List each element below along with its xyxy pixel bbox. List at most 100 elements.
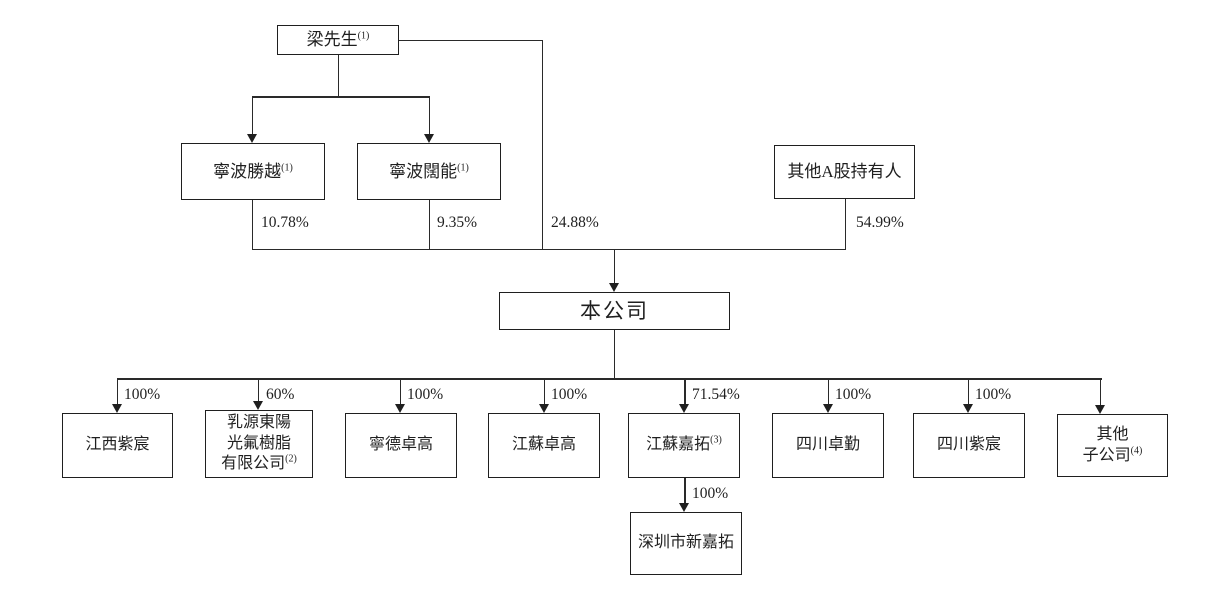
connector-to-jiangsu-jiatuo xyxy=(684,378,686,405)
percentage-label-shenzhen-xinjiatuo: 100% xyxy=(692,485,729,502)
percentage-label-ruyuan: 60% xyxy=(266,386,295,403)
connector-liang-down xyxy=(337,55,339,96)
node-label-text: 江蘇卓高 xyxy=(511,436,576,454)
node-label: 梁先生(1) xyxy=(307,29,370,51)
percentage-label-liang-direct: 24.88% xyxy=(551,214,599,231)
node-jiangxi-zichen: 江西紫宸 xyxy=(62,413,173,478)
node-ningbo-kuoneng: 寧波闊能(1) xyxy=(357,143,501,200)
connector-to-jiangsu-zhuogao xyxy=(543,378,545,405)
footnote-ref: (1) xyxy=(281,161,293,173)
arrow-down-icon xyxy=(679,503,689,512)
node-label: 深圳市新嘉拓 xyxy=(638,533,734,553)
percentage-label-sichuan-zhuoqin: 100% xyxy=(835,386,872,403)
node-shenzhen-xinjiatuo: 深圳市新嘉拓 xyxy=(630,512,742,575)
node-label-text: 子公司 xyxy=(1082,446,1131,464)
node-label-text: 本公司 xyxy=(580,298,649,323)
connector-subsidiary-bus xyxy=(116,378,1102,380)
percentage-label-shengyue: 10.78% xyxy=(261,214,309,231)
arrow-down-icon xyxy=(608,283,619,292)
arrow-down-icon xyxy=(111,404,122,413)
node-label-text: 其他A股持有人 xyxy=(787,162,902,182)
node-label-text: 寧德卓高 xyxy=(368,436,433,454)
node-label: 有限公司(2) xyxy=(221,454,297,474)
footnote-ref: (3) xyxy=(710,434,722,446)
node-label: 本公司 xyxy=(580,298,649,325)
node-company: 本公司 xyxy=(499,292,730,330)
footnote-ref: (2) xyxy=(285,453,297,465)
connector-to-ruyuan xyxy=(257,378,259,402)
arrow-down-icon xyxy=(394,404,405,413)
node-label-text: 寧波勝越 xyxy=(213,161,282,181)
connector-shengyue-down xyxy=(251,200,253,249)
footnote-ref: (1) xyxy=(457,161,469,173)
connector-to-kuoneng xyxy=(428,96,430,135)
connector-liang-direct-down xyxy=(541,39,543,250)
node-mr-liang: 梁先生(1) xyxy=(277,25,399,55)
node-label-text: 其他 xyxy=(1096,426,1129,444)
connector-to-other-subsidiaries xyxy=(1099,378,1101,406)
percentage-label-ningde-zhuogao: 100% xyxy=(407,386,444,403)
node-ruyuan-dongyangguang: 乳源東陽 光氟樹脂 有限公司(2) xyxy=(205,410,313,478)
connector-to-sichuan-zhuoqin xyxy=(827,378,829,405)
node-label: 寧波勝越(1) xyxy=(213,161,293,183)
node-label: 乳源東陽 xyxy=(227,413,291,433)
connector-to-shengyue xyxy=(251,96,253,135)
node-label-text: 乳源東陽 xyxy=(226,414,291,432)
footnote-ref: (1) xyxy=(357,30,370,42)
node-label: 江西紫宸 xyxy=(85,435,149,455)
connector-to-ningde-zhuogao xyxy=(399,378,401,405)
percentage-label-jiangxi-zichen: 100% xyxy=(124,386,161,403)
node-label-text: 光氟樹脂 xyxy=(226,434,291,452)
connector-to-company xyxy=(613,249,615,284)
node-label-text: 有限公司 xyxy=(221,455,286,473)
node-label: 江蘇卓高 xyxy=(512,435,576,455)
node-sichuan-zhuoqin: 四川卓勤 xyxy=(772,413,884,478)
arrow-down-icon xyxy=(822,404,833,413)
node-label-text: 四川卓勤 xyxy=(795,436,860,454)
node-sichuan-zichen: 四川紫宸 xyxy=(913,413,1025,478)
percentage-label-jiangsu-zhuogao: 100% xyxy=(551,386,588,403)
node-other-subsidiaries: 其他 子公司(4) xyxy=(1057,414,1168,477)
percentage-label-sichuan-zichen: 100% xyxy=(975,386,1012,403)
node-label: 寧德卓高 xyxy=(369,435,433,455)
connector-holdco-bus xyxy=(251,96,430,98)
arrow-down-icon xyxy=(679,404,689,413)
percentage-label-kuoneng: 9.35% xyxy=(437,214,478,231)
arrow-down-icon xyxy=(1094,405,1105,414)
node-label-text: 深圳市新嘉拓 xyxy=(637,534,734,552)
arrow-down-icon xyxy=(252,401,263,410)
node-label: 其他 xyxy=(1096,425,1128,445)
node-label: 江蘇嘉拓(3) xyxy=(646,435,722,455)
arrow-down-icon xyxy=(538,404,549,413)
connector-to-jiangxi-zichen xyxy=(116,378,118,405)
node-label: 四川卓勤 xyxy=(796,435,860,455)
connector-to-sichuan-zichen xyxy=(967,378,969,405)
arrow-down-icon xyxy=(962,404,973,413)
node-label: 子公司(4) xyxy=(1083,446,1143,466)
node-label: 四川紫宸 xyxy=(937,435,1001,455)
node-ningbo-shengyue: 寧波勝越(1) xyxy=(181,143,325,200)
node-label-text: 梁先生 xyxy=(306,30,358,50)
connector-liang-right xyxy=(399,39,542,41)
arrow-down-icon xyxy=(423,134,434,143)
footnote-ref: (4) xyxy=(1130,445,1143,457)
node-ningde-zhuogao: 寧德卓高 xyxy=(345,413,457,478)
node-label-text: 江蘇嘉拓 xyxy=(646,436,711,454)
connector-jiatuo-down xyxy=(684,478,686,504)
node-label: 光氟樹脂 xyxy=(227,434,291,454)
node-label: 寧波闊能(1) xyxy=(389,161,469,183)
node-label-text: 四川紫宸 xyxy=(936,436,1001,454)
connector-kuoneng-down xyxy=(428,200,430,249)
percentage-label-other-holders: 54.99% xyxy=(856,214,904,231)
node-label-text: 寧波闊能 xyxy=(389,161,458,181)
connector-collector-bus xyxy=(251,248,846,250)
arrow-down-icon xyxy=(246,134,257,143)
connector-other-holders-down xyxy=(844,199,846,249)
node-other-a-share-holders: 其他A股持有人 xyxy=(774,145,915,199)
node-jiangsu-zhuogao: 江蘇卓高 xyxy=(488,413,600,478)
node-label: 其他A股持有人 xyxy=(787,161,901,183)
percentage-label-jiangsu-jiatuo: 71.54% xyxy=(692,386,740,403)
node-jiangsu-jiatuo: 江蘇嘉拓(3) xyxy=(628,413,740,478)
node-label-text: 江西紫宸 xyxy=(85,436,150,454)
